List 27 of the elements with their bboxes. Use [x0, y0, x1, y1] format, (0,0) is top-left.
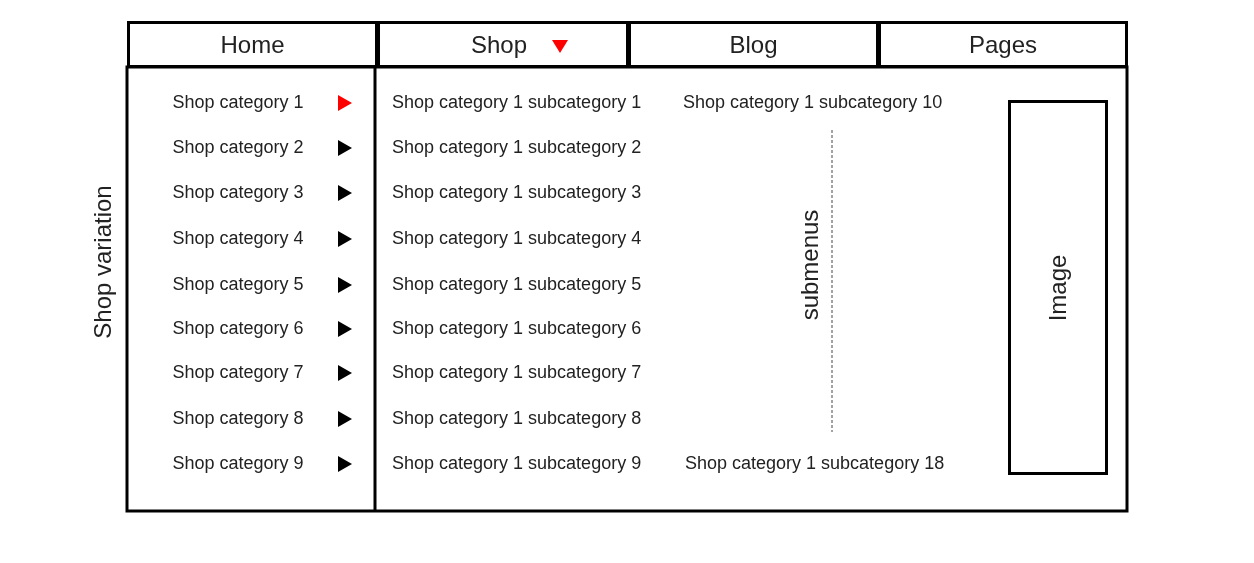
category-item: Shop category 4 — [172, 227, 304, 249]
category-item: Shop category 2 — [172, 136, 304, 158]
subcategory-item: Shop category 1 subcategory 6 — [392, 317, 642, 339]
subcategory-item: Shop category 1 subcategory 1 — [392, 91, 642, 113]
category-item: Shop category 8 — [172, 407, 304, 429]
section-label: submenus — [798, 209, 821, 321]
image-placeholder: Image — [1008, 100, 1108, 475]
subcategory-item: Shop category 1 subcategory 3 — [392, 181, 642, 203]
category-item: Shop category 6 — [172, 317, 304, 339]
subcategory-item: Shop category 1 subcategory 2 — [392, 136, 642, 158]
menu-tab: Pages — [878, 21, 1128, 68]
category-item: Shop category 7 — [172, 361, 304, 383]
subcategory-item: Shop category 1 subcategory 4 — [392, 227, 642, 249]
category-item: Shop category 3 — [172, 181, 304, 203]
subcategory-item: Shop category 1 subcategory 5 — [392, 273, 642, 295]
menu-tab: Blog — [628, 21, 879, 68]
menu-tab: Home — [127, 21, 378, 68]
category-item: Shop category 9 — [172, 452, 304, 474]
subcategory-item: Shop category 1 subcategory 10 — [683, 91, 943, 113]
subcategory-item: Shop category 1 subcategory 9 — [392, 452, 642, 474]
side-label: Shop variation — [91, 185, 114, 339]
subcategory-item: Shop category 1 subcategory 7 — [392, 361, 642, 383]
subcategory-item: Shop category 1 subcategory 8 — [392, 407, 642, 429]
category-item: Shop category 5 — [172, 273, 304, 295]
subcategory-item: Shop category 1 subcategory 18 — [685, 452, 945, 474]
menu-tab: Shop — [377, 21, 629, 68]
category-item: Shop category 1 — [172, 91, 304, 113]
